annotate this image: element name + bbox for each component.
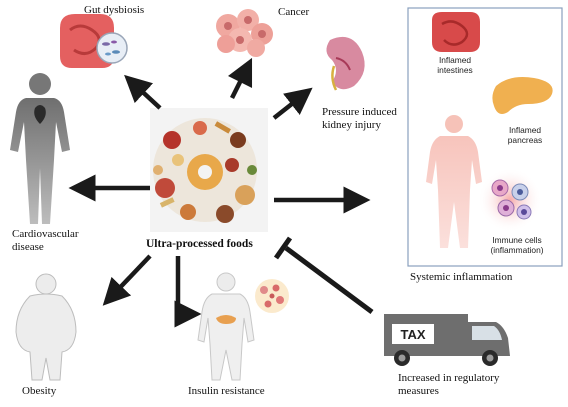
insulin-body-illustration <box>197 272 289 381</box>
arrow-to-kidney <box>272 87 313 120</box>
cancer-cells-illustration <box>216 9 273 57</box>
cardiovascular-label-line1: Cardiovascular <box>12 228 79 240</box>
immune-cells-line2: (inflammation) <box>490 244 544 255</box>
regulatory-label-line2: measures <box>398 385 439 397</box>
obesity-body-illustration <box>15 273 77 381</box>
arrow-to-insulin <box>174 256 202 328</box>
food-collage-image <box>150 108 268 232</box>
immune-cells-label: Immune cells (inflammation) <box>484 235 550 255</box>
obesity-label: Obesity <box>22 385 57 397</box>
tax-truck-illustration: TAX <box>384 314 510 366</box>
inflamed-pancreas-line2: pancreas <box>507 134 543 145</box>
kidney-label-line1: Pressure induced <box>322 106 397 118</box>
arrow-to-cancer <box>227 57 253 100</box>
systemic-inflammation-panel <box>407 7 563 267</box>
regulatory-label-line1: Increased in regulatory <box>398 372 500 384</box>
arrows <box>68 57 374 328</box>
kidney-label-line2: kidney injury <box>322 119 381 131</box>
cardiovascular-body-illustration <box>10 73 70 224</box>
cardiovascular-label-line2: disease <box>12 241 44 253</box>
cancer-label: Cancer <box>278 6 310 18</box>
inflamed-intestines-line2: intestines <box>437 64 473 75</box>
gut-dysbiosis-label: Gut dysbiosis <box>84 4 145 16</box>
truck-tax-sign: TAX <box>400 327 425 342</box>
inflamed-intestines-line1: Inflamed <box>438 55 472 65</box>
arrow-to-gut <box>124 74 162 110</box>
inhibit-line-regulatory <box>284 245 374 315</box>
inflamed-intestines-label: Inflamed intestines <box>428 55 482 75</box>
gut-dysbiosis-illustration <box>60 14 128 68</box>
systemic-inflammation-label: Systemic inflammation <box>410 271 513 283</box>
inhibit-bar-regulatory <box>273 236 293 260</box>
inflamed-pancreas-line1: Inflamed <box>508 125 542 135</box>
kidney-illustration <box>326 36 365 91</box>
arrow-to-obesity <box>102 254 152 306</box>
immune-cells-line1: Immune cells <box>492 235 542 245</box>
center-label: Ultra-processed foods <box>146 238 253 250</box>
inflamed-pancreas-label: Inflamed pancreas <box>498 125 552 145</box>
insulin-label: Insulin resistance <box>188 385 265 397</box>
